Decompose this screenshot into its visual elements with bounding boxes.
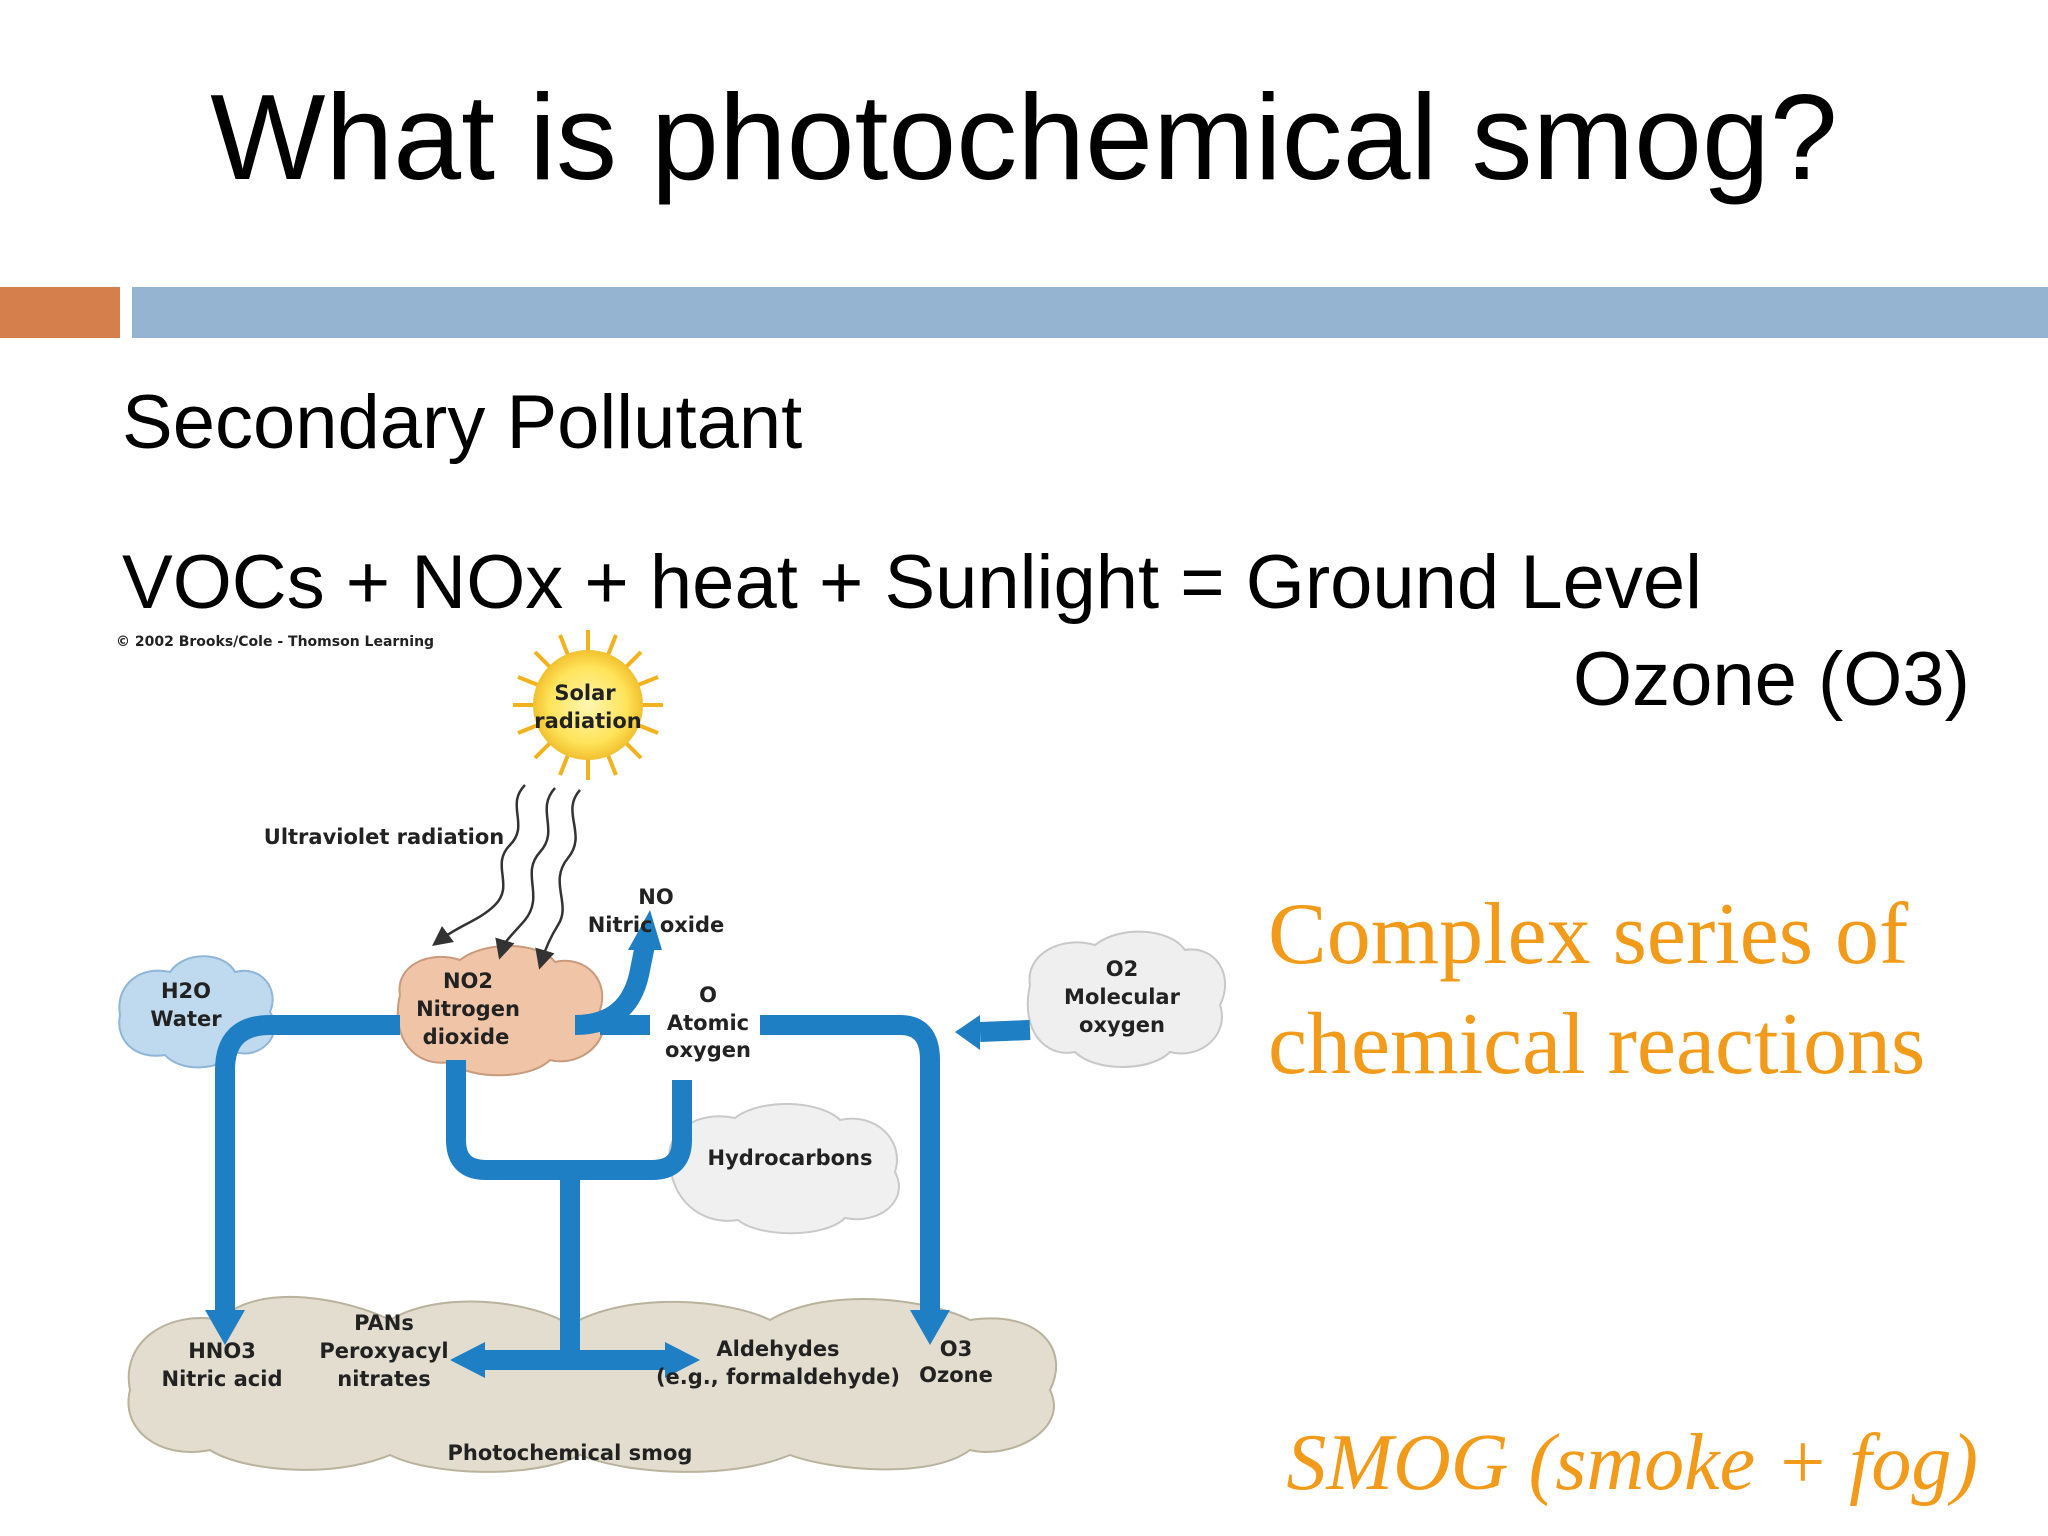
no2-label-3: dioxide: [423, 1025, 510, 1049]
no-label-2: Nitric oxide: [588, 913, 725, 937]
equation-line-1: VOCs + NOx + heat + Sunlight = Ground Le…: [122, 540, 1703, 625]
solar-label-1: Solar: [554, 681, 616, 705]
water-label-2: Water: [150, 1007, 222, 1031]
aldehydes-label-1: Aldehydes: [716, 1337, 839, 1361]
hydrocarbons-label: Hydrocarbons: [708, 1146, 873, 1170]
o2-cloud: [1026, 930, 1226, 1068]
pans-label-2: Peroxyacyl: [319, 1339, 448, 1363]
pans-label-1: PANs: [354, 1311, 414, 1335]
solar-label-2: radiation: [534, 709, 642, 733]
o3-label-1: O3: [940, 1337, 972, 1361]
hydrocarbons-cloud: [668, 1102, 900, 1235]
uv-rays: [431, 784, 581, 970]
subtitle-text: Secondary Pollutant: [122, 380, 803, 465]
aldehydes-label-2: (e.g., formaldehyde): [656, 1365, 900, 1389]
smog-label: Photochemical smog: [448, 1441, 693, 1465]
no2-label-2: Nitrogen: [416, 997, 520, 1021]
o-label-3: oxygen: [665, 1038, 751, 1062]
accent-bar-blue: [132, 287, 2048, 338]
no2-label-1: NO2: [443, 969, 493, 993]
o2-label-3: oxygen: [1079, 1013, 1165, 1037]
side-text: Complex series of chemical reactions: [1268, 886, 1926, 1093]
smog-definition: SMOG (smoke + fog): [1286, 1419, 1978, 1507]
water-label-1: H2O: [161, 979, 211, 1003]
hno3-label-1: HNO3: [188, 1339, 256, 1363]
reaction-arrows: [215, 943, 1031, 1370]
uv-label: Ultraviolet radiation: [264, 825, 504, 849]
photochemical-smog-diagram: © 2002 Brooks/Cole - Thomson Learning: [116, 630, 1226, 1473]
arrowheads: [205, 910, 980, 1378]
accent-bar-orange: [0, 287, 120, 338]
page-title: What is photochemical smog?: [210, 69, 1838, 205]
equation-line-2: Ozone (O3): [1572, 637, 1970, 722]
o2-label-1: O2: [1106, 957, 1138, 981]
sun-icon: [513, 630, 663, 780]
smog-cloud: [127, 1295, 1057, 1473]
o-label-2: Atomic: [667, 1011, 749, 1035]
o2-label-2: Molecular: [1064, 985, 1181, 1009]
o3-label-2: Ozone: [919, 1363, 993, 1387]
hno3-label-2: Nitric acid: [162, 1367, 283, 1391]
copyright-label: © 2002 Brooks/Cole - Thomson Learning: [116, 634, 434, 650]
no-label-1: NO: [638, 885, 673, 909]
pans-label-3: nitrates: [337, 1367, 431, 1391]
o-label-1: O: [699, 983, 717, 1007]
